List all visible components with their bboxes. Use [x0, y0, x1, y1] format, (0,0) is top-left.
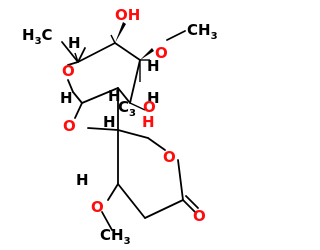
oh-mid-label: O — [143, 98, 156, 116]
o-lactone-label: O — [163, 148, 176, 166]
o-methoxy1-label: O — [155, 44, 168, 62]
hash-bonds-ring1 — [74, 34, 150, 111]
ring1-bonds — [67, 42, 141, 104]
oh-top-bond — [115, 22, 126, 43]
molecule-structure: O OH O CH3 H3C H H H H H C3 O H H O O O … — [22, 6, 218, 247]
oh-top-label: OH — [115, 6, 140, 24]
methoxy1-bonds — [140, 30, 186, 60]
o-ring1-label: O — [62, 62, 75, 80]
o-methoxy2-label: O — [91, 198, 104, 216]
h-left-top-label: H — [68, 34, 81, 52]
h-mid3-label: H — [108, 87, 121, 105]
h-mid1-label: H — [60, 89, 73, 107]
ch3-methoxy2-label: CH3 — [100, 226, 131, 247]
atom-labels: O OH O CH3 H3C H H H H H C3 O H H O O O … — [22, 6, 218, 247]
ch3-mid-label: C3 — [118, 98, 136, 119]
ring2-bonds — [74, 87, 199, 219]
ch3-methoxy1-label: CH3 — [187, 21, 218, 42]
ch3-ring-label: H3C — [22, 26, 53, 47]
h-mid2-label: H — [147, 89, 160, 107]
oh-mid-h-label: H — [142, 113, 155, 131]
h-right-top-label: H — [147, 57, 160, 75]
ring-methyl-bond — [61, 41, 79, 63]
o-carbonyl-label: O — [193, 207, 206, 225]
h-left-mid-label: H — [103, 113, 116, 131]
h-c5-label: H — [76, 171, 89, 189]
o-bridge-label: O — [63, 117, 76, 135]
methoxy2-bonds — [101, 183, 119, 231]
